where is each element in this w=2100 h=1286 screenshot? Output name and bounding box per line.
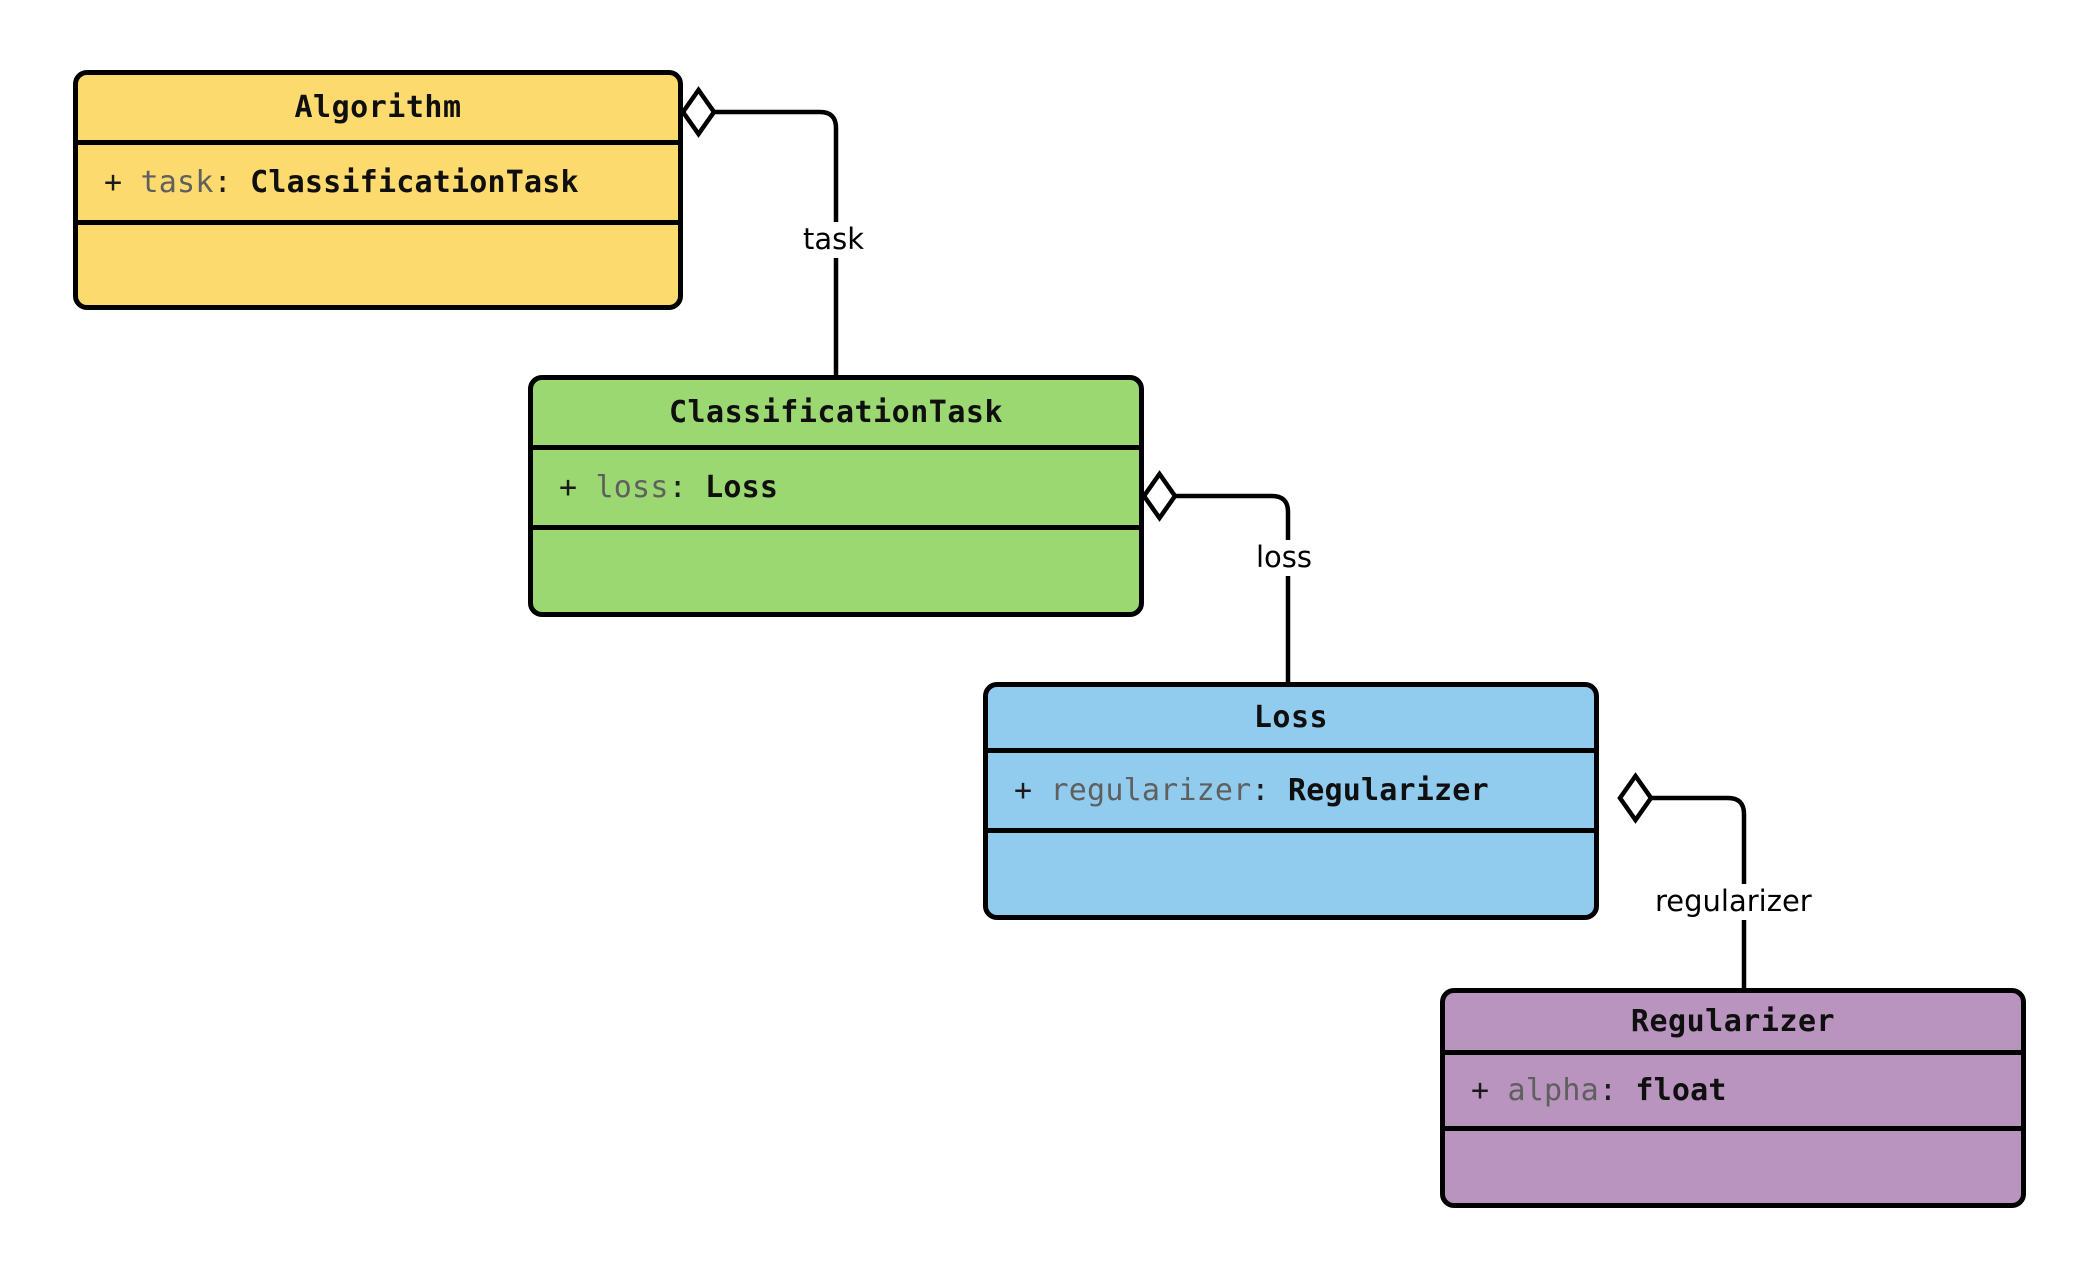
relation-label-task: task	[800, 222, 868, 258]
relation-loss-line	[1175, 493, 1291, 682]
uml-class-classification-task[interactable]: ClassificationTask + loss: Loss	[528, 375, 1144, 617]
attribute-separator: :	[213, 165, 232, 200]
class-attributes-row-algorithm: + task: ClassificationTask	[78, 145, 678, 225]
attribute-type: Loss	[705, 470, 779, 505]
aggregation-diamond-icon	[680, 86, 717, 138]
attribute-separator: :	[668, 470, 687, 505]
class-methods-row-algorithm	[78, 225, 678, 305]
attribute-separator: :	[1598, 1073, 1618, 1108]
attribute-name: loss	[595, 470, 669, 505]
relation-loss[interactable]	[1141, 470, 1291, 682]
aggregation-diamond-icon	[1141, 470, 1178, 522]
class-title-row-algorithm: Algorithm	[78, 75, 678, 145]
class-name-algorithm: Algorithm	[294, 90, 462, 125]
uml-class-loss[interactable]: Loss + regularizer: Regularizer	[983, 682, 1599, 920]
relation-regularizer[interactable]	[1617, 772, 1747, 988]
class-name-classification-task: ClassificationTask	[668, 395, 1004, 430]
attribute-name: task	[140, 165, 214, 200]
aggregation-diamond-icon	[1617, 772, 1654, 824]
attribute-type: float	[1635, 1073, 1727, 1108]
class-methods-row-loss	[988, 833, 1594, 915]
attribute-visibility: +	[1014, 773, 1033, 808]
class-name-loss: Loss	[1253, 700, 1329, 735]
attribute-separator: :	[1251, 773, 1270, 808]
attribute-name: regularizer	[1050, 773, 1252, 808]
attribute-type: ClassificationTask	[250, 165, 579, 200]
class-attributes-row-regularizer: + alpha: float	[1445, 1055, 2021, 1131]
attribute-name: alpha	[1507, 1073, 1599, 1108]
relation-regularizer-line	[1651, 795, 1747, 988]
class-methods-row-classification-task	[533, 530, 1139, 612]
relation-label-loss: loss	[1253, 540, 1316, 576]
class-name-regularizer: Regularizer	[1630, 1004, 1836, 1039]
class-methods-row-regularizer	[1445, 1131, 2021, 1203]
relation-task[interactable]	[680, 86, 839, 375]
attribute-loss: + loss: Loss	[559, 470, 778, 505]
class-title-row-classification-task: ClassificationTask	[533, 380, 1139, 450]
class-title-row-regularizer: Regularizer	[1445, 993, 2021, 1055]
relation-label-regularizer: regularizer	[1652, 884, 1815, 920]
attribute-visibility: +	[104, 165, 123, 200]
attribute-visibility: +	[559, 470, 578, 505]
class-attributes-row-classification-task: + loss: Loss	[533, 450, 1139, 530]
class-attributes-row-loss: + regularizer: Regularizer	[988, 753, 1594, 833]
attribute-type: Regularizer	[1287, 773, 1489, 808]
uml-class-regularizer[interactable]: Regularizer + alpha: float	[1440, 988, 2026, 1208]
attribute-alpha: + alpha: float	[1471, 1073, 1727, 1108]
attribute-task: + task: ClassificationTask	[104, 165, 579, 200]
uml-class-algorithm[interactable]: Algorithm + task: ClassificationTask	[73, 70, 683, 310]
attribute-regularizer: + regularizer: Regularizer	[1014, 773, 1489, 808]
class-title-row-loss: Loss	[988, 687, 1594, 753]
relation-task-line	[714, 109, 839, 375]
attribute-visibility: +	[1471, 1073, 1490, 1108]
